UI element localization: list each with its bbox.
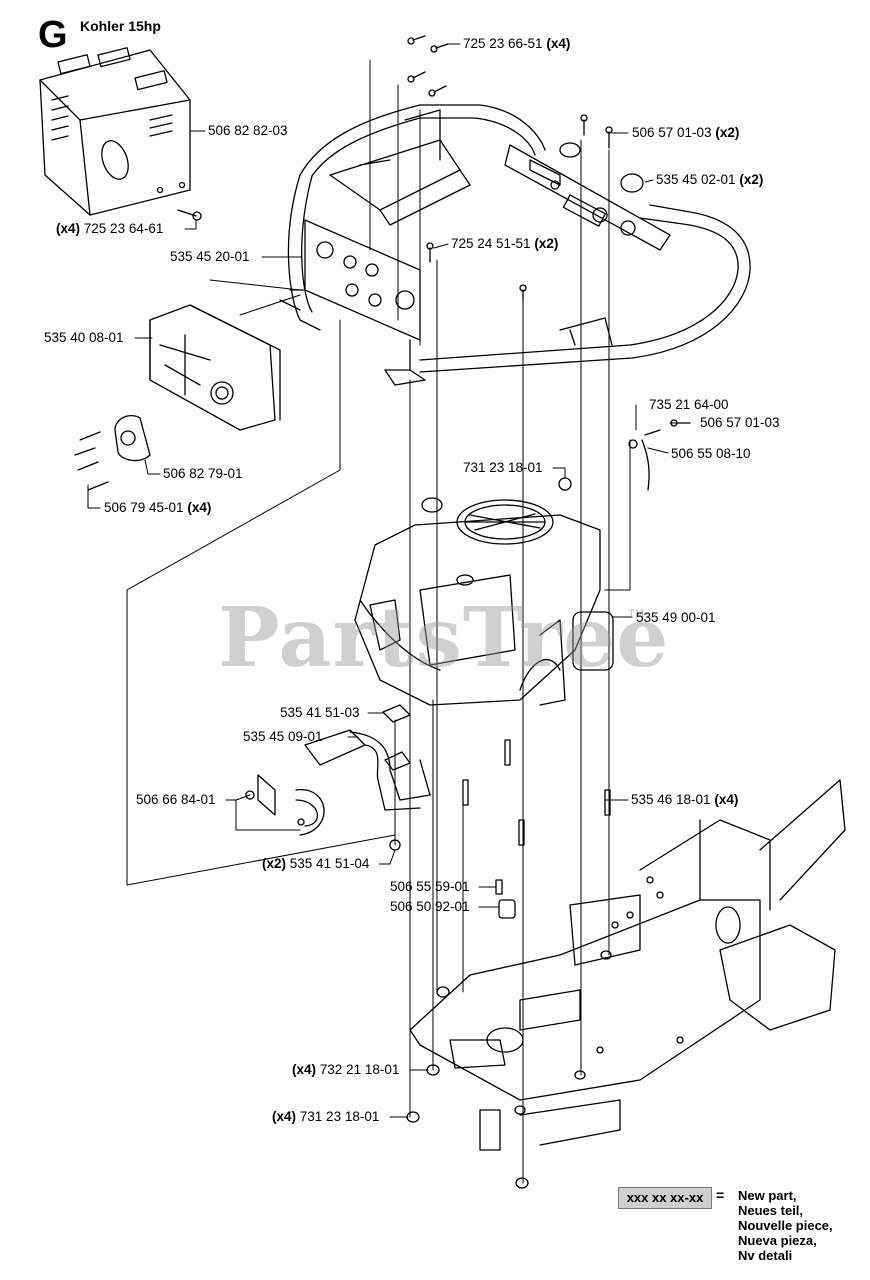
callout-535-45-09-01[interactable]: 535 45 09-01 — [243, 729, 323, 745]
part-number: 506 82 79-01 — [163, 466, 243, 481]
part-qty: (x4) — [292, 1062, 317, 1077]
callout-725-23-66-51[interactable]: 725 23 66-51 (x4) — [463, 36, 570, 52]
callout-535-40-08-01[interactable]: 535 40 08-01 — [44, 330, 124, 346]
callout-506-79-45-01[interactable]: 506 79 45-01 (x4) — [104, 500, 211, 516]
ground-cable — [628, 429, 661, 491]
part-number: 731 23 18-01 — [463, 460, 543, 475]
part-number: 535 45 20-01 — [170, 249, 250, 264]
part-number: 535 41 51-04 — [289, 856, 370, 871]
part-qty: (x2) — [715, 125, 740, 140]
part-number: 535 45 02-01 — [656, 172, 736, 187]
callout-732-21-18-01[interactable]: (x4) 732 21 18-01 — [292, 1062, 399, 1078]
engine-kohler — [354, 497, 614, 706]
watermark: PartsTree — [218, 590, 670, 686]
part-qty: (x4) — [187, 500, 212, 515]
part-number: 506 55 08-10 — [671, 446, 751, 461]
callout-535-45-20-01[interactable]: 535 45 20-01 — [170, 249, 250, 265]
part-number: 725 24 51-51 — [451, 236, 531, 251]
callout-731-23-18-01[interactable]: 731 23 18-01 — [463, 460, 543, 476]
side-heat-shield — [504, 144, 671, 251]
legend-new-part-list: New part, Neues teil, Nouvelle piece, Nu… — [738, 1188, 833, 1263]
part-number: 506 57 01-03 — [700, 415, 780, 430]
exhaust-bracket-plate — [279, 219, 426, 386]
callout-725-24-51-51[interactable]: 725 24 51-51 (x2) — [451, 236, 558, 252]
part-number: 732 21 18-01 — [319, 1062, 400, 1077]
legend-line: New part, — [738, 1188, 797, 1203]
callout-731-23-18-01-x4[interactable]: (x4) 731 23 18-01 — [272, 1109, 379, 1125]
part-number: 535 49 00-01 — [636, 610, 716, 625]
air-cleaner-cover — [39, 47, 202, 221]
exhaust-pipe — [304, 704, 431, 851]
legend-code-box: xxx xx xx-xx — [618, 1187, 712, 1209]
section-letter: G — [38, 14, 68, 56]
callout-leaders — [87, 43, 677, 1118]
part-number: 731 23 18-01 — [299, 1109, 380, 1124]
part-qty: (x4) — [546, 36, 571, 51]
part-number: 506 50 92-01 — [390, 899, 470, 914]
part-number: 535 45 09-01 — [243, 729, 323, 744]
part-qty: (x2) — [262, 856, 287, 871]
callout-506-55-59-01[interactable]: 506 55 59-01 — [390, 879, 470, 895]
callout-535-45-02-01[interactable]: 535 45 02-01 (x2) — [656, 172, 763, 188]
part-qty: (x4) — [272, 1109, 297, 1124]
callout-725-23-64-61[interactable]: (x4) 725 23 64-61 — [56, 221, 163, 237]
callout-506-57-01-03[interactable]: 506 57 01-03 — [700, 415, 780, 431]
part-qty: (x4) — [56, 221, 81, 236]
part-number: 506 82 82-03 — [208, 123, 288, 138]
assembly-lines — [126, 59, 631, 1184]
mounting-studs — [462, 739, 611, 919]
tractor-frame-chassis — [409, 779, 846, 1151]
callout-535-41-51-03[interactable]: 535 41 51-03 — [280, 705, 360, 721]
legend-line: Nouvelle piece, — [738, 1218, 833, 1233]
muffler — [149, 304, 281, 431]
legend-line: Neues teil, — [738, 1203, 804, 1218]
legend-line: Nueva pieza, — [738, 1233, 817, 1248]
part-number: 725 23 64-61 — [83, 221, 164, 236]
part-number: 725 23 66-51 — [463, 36, 543, 51]
callout-535-49-00-01[interactable]: 535 49 00-01 — [636, 610, 716, 626]
spark-arrestor — [74, 415, 151, 491]
callout-506-57-01-03-x2[interactable]: 506 57 01-03 (x2) — [632, 125, 739, 141]
callout-506-55-08-10[interactable]: 506 55 08-10 — [671, 446, 751, 462]
part-number: 735 21 64-00 — [649, 397, 729, 412]
callout-506-66-84-01[interactable]: 506 66 84-01 — [136, 792, 216, 808]
part-number: 535 41 51-03 — [280, 705, 360, 720]
watermark-tm: TM — [628, 608, 644, 620]
section-title: Kohler 15hp — [80, 18, 161, 34]
heat-shield-bracket — [329, 109, 471, 226]
legend-line: Nv detali — [738, 1248, 793, 1263]
part-number: 506 55 59-01 — [390, 879, 470, 894]
callout-535-46-18-01[interactable]: 535 46 18-01 (x4) — [631, 792, 738, 808]
part-number: 506 66 84-01 — [136, 792, 216, 807]
callout-506-82-82-03[interactable]: 506 82 82-03 — [208, 123, 288, 139]
legend-equals: = — [716, 1187, 725, 1203]
callout-506-50-92-01[interactable]: 506 50 92-01 — [390, 899, 470, 915]
part-number: 506 57 01-03 — [632, 125, 712, 140]
u-clamp — [245, 774, 325, 836]
callout-535-41-51-04[interactable]: (x2) 535 41 51-04 — [262, 856, 369, 872]
part-number: 535 40 08-01 — [44, 330, 124, 345]
part-number: 535 46 18-01 — [631, 792, 711, 807]
part-number: 506 79 45-01 — [104, 500, 184, 515]
callout-735-21-64-00[interactable]: 735 21 64-00 — [649, 397, 729, 413]
callout-506-82-79-01[interactable]: 506 82 79-01 — [163, 466, 243, 482]
part-qty: (x2) — [739, 172, 764, 187]
part-qty: (x2) — [534, 236, 559, 251]
hardware-bolts-top — [407, 35, 691, 427]
part-qty: (x4) — [714, 792, 739, 807]
